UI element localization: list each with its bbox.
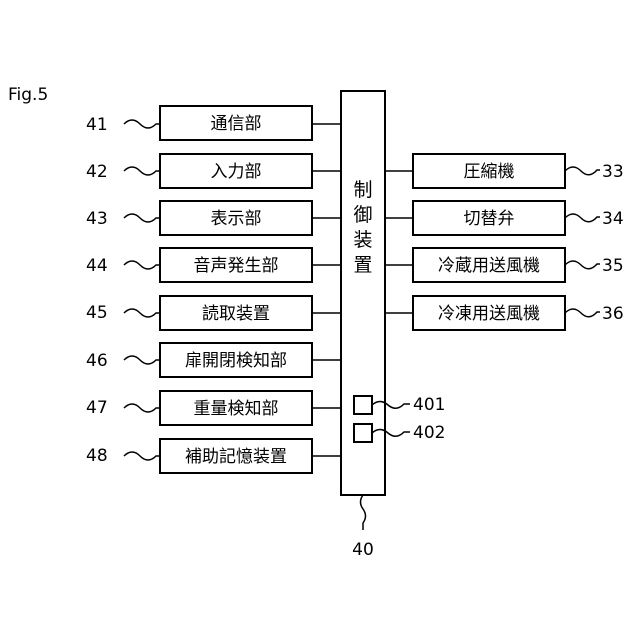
unit-ref: 36 bbox=[602, 304, 624, 324]
left-unit-47: 47 重量検知部 bbox=[86, 391, 341, 425]
unit-ref: 33 bbox=[602, 162, 624, 182]
unit-label: 通信部 bbox=[211, 114, 262, 134]
controller-label-char: 御 bbox=[353, 204, 372, 226]
unit-ref: 34 bbox=[602, 209, 624, 229]
unit-label: 音声発生部 bbox=[194, 256, 279, 276]
internal-unit-box bbox=[354, 424, 372, 442]
leader-line bbox=[124, 214, 160, 222]
figure-label: Fig.5 bbox=[8, 85, 48, 105]
leader-line bbox=[565, 214, 600, 222]
right-unit-35: 冷蔵用送風機 35 bbox=[385, 248, 624, 282]
unit-label: 読取装置 bbox=[202, 304, 270, 324]
controller-label-char: 制 bbox=[353, 179, 372, 201]
leader-line bbox=[361, 495, 366, 530]
left-unit-45: 45 読取装置 bbox=[86, 296, 341, 330]
leader-line bbox=[124, 404, 160, 412]
leader-line bbox=[124, 309, 160, 317]
leader-line bbox=[565, 309, 600, 317]
controller-label-char: 装 bbox=[353, 229, 372, 251]
internal-unit-box bbox=[354, 396, 372, 414]
left-unit-42: 42 入力部 bbox=[86, 154, 341, 188]
unit-label: 表示部 bbox=[211, 209, 262, 229]
unit-ref: 46 bbox=[86, 351, 108, 371]
left-unit-48: 48 補助記憶装置 bbox=[86, 439, 341, 473]
unit-label: 入力部 bbox=[211, 162, 262, 182]
leader-line bbox=[565, 167, 600, 175]
unit-ref: 45 bbox=[86, 303, 108, 323]
unit-ref: 35 bbox=[602, 256, 624, 276]
unit-label: 重量検知部 bbox=[194, 399, 279, 419]
unit-ref: 43 bbox=[86, 209, 108, 229]
controller-ref: 40 bbox=[352, 540, 374, 560]
internal-unit-ref: 401 bbox=[413, 395, 445, 415]
right-unit-33: 圧縮機 33 bbox=[385, 154, 624, 188]
unit-ref: 47 bbox=[86, 398, 108, 418]
unit-ref: 42 bbox=[86, 162, 108, 182]
unit-label: 切替弁 bbox=[464, 209, 515, 229]
unit-label: 圧縮機 bbox=[464, 162, 515, 182]
unit-ref: 44 bbox=[86, 256, 108, 276]
unit-label: 冷蔵用送風機 bbox=[438, 256, 540, 276]
left-unit-41: 41 通信部 bbox=[86, 106, 341, 140]
leader-line bbox=[124, 356, 160, 364]
unit-ref: 48 bbox=[86, 446, 108, 466]
unit-label: 補助記憶装置 bbox=[185, 447, 287, 467]
right-unit-34: 切替弁 34 bbox=[385, 201, 624, 235]
leader-line bbox=[124, 120, 160, 128]
internal-unit-ref: 402 bbox=[413, 423, 445, 443]
left-unit-46: 46 扉開閉検知部 bbox=[86, 343, 341, 377]
right-unit-36: 冷凍用送風機 36 bbox=[385, 296, 624, 330]
leader-line bbox=[124, 452, 160, 460]
leader-line bbox=[124, 167, 160, 175]
leader-line bbox=[124, 261, 160, 269]
left-unit-43: 43 表示部 bbox=[86, 201, 341, 235]
left-unit-44: 44 音声発生部 bbox=[86, 248, 341, 282]
unit-label: 扉開閉検知部 bbox=[185, 351, 287, 371]
unit-ref: 41 bbox=[86, 115, 108, 135]
controller-label-char: 置 bbox=[353, 254, 372, 276]
leader-line bbox=[565, 261, 600, 269]
unit-label: 冷凍用送風機 bbox=[438, 304, 540, 324]
